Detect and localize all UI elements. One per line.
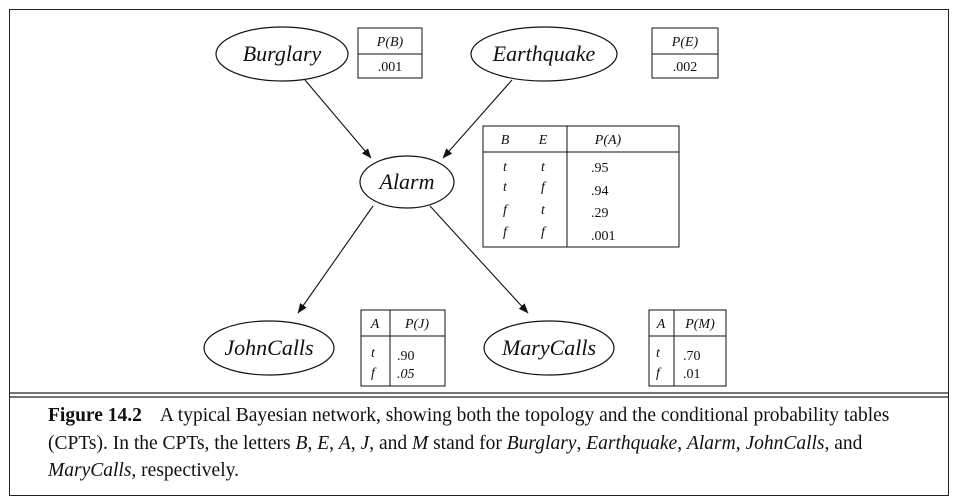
cpt-alarm-cell: f xyxy=(503,203,509,218)
cpt-burglary: P(B) .001 xyxy=(357,27,423,79)
cpt-alarm-cell: .94 xyxy=(591,184,609,199)
caption-word: stand for xyxy=(433,432,502,454)
cpt-johncalls-cell: .05 xyxy=(397,367,415,382)
caption-letter: A xyxy=(338,432,351,454)
cpt-marycalls-cell: .70 xyxy=(683,349,701,364)
cpt-alarm-cell: f xyxy=(541,180,547,195)
caption-word: and xyxy=(378,432,408,454)
cpt-marycalls-cell: f xyxy=(656,366,662,381)
node-alarm-label: Alarm xyxy=(378,169,435,194)
cpt-johncalls-header-pj: P(J) xyxy=(404,317,429,332)
edge-alarm-marycalls xyxy=(429,205,529,314)
cpt-johncalls-cell: .90 xyxy=(397,349,415,364)
node-burglary: Burglary xyxy=(215,26,349,82)
edge-alarm-johncalls xyxy=(297,205,374,314)
node-alarm: Alarm xyxy=(359,155,455,209)
cpt-earthquake-header: P(E) xyxy=(671,35,699,50)
node-johncalls: JohnCalls xyxy=(203,320,335,376)
cpt-alarm-cell: .95 xyxy=(591,161,609,176)
node-burglary-label: Burglary xyxy=(243,41,322,66)
cpt-alarm-cell: .29 xyxy=(591,206,609,221)
caption-letter: E xyxy=(317,432,330,454)
caption-word: respectively. xyxy=(141,460,239,481)
cpt-alarm-cell: t xyxy=(541,203,546,218)
cpt-alarm-cell: f xyxy=(503,225,509,240)
node-marycalls: MaryCalls xyxy=(483,320,615,376)
cpt-alarm-cell: t xyxy=(503,180,508,195)
caption-letter: J xyxy=(360,432,370,454)
caption-word: and xyxy=(834,432,863,454)
cpt-marycalls-cell: t xyxy=(656,346,661,361)
caption-letter: M xyxy=(411,432,429,454)
caption-node-name: Alarm xyxy=(686,432,736,454)
figure-frame xyxy=(9,9,949,496)
caption-node-name: MaryCalls xyxy=(48,460,132,481)
caption-node-name: JohnCalls xyxy=(745,432,825,454)
cpt-alarm-header-e: E xyxy=(538,133,548,148)
node-marycalls-label: MaryCalls xyxy=(501,335,596,360)
caption-letter: B xyxy=(295,432,308,454)
cpt-alarm-cell: f xyxy=(541,225,547,240)
node-johncalls-label: JohnCalls xyxy=(224,335,313,360)
cpt-alarm-header-b: B xyxy=(501,133,510,148)
edge-earthquake-alarm xyxy=(442,79,513,159)
caption-node-name: Burglary xyxy=(506,432,577,454)
cpt-marycalls-header-a: A xyxy=(656,317,666,332)
caption-label: Figure 14.2 xyxy=(48,405,142,426)
cpt-marycalls: A P(M) t .70 f .01 xyxy=(648,309,727,387)
cpt-alarm-cell: t xyxy=(503,160,508,175)
cpt-johncalls: A P(J) t .90 f .05 xyxy=(360,309,446,387)
cpt-marycalls-cell: .01 xyxy=(683,367,701,382)
cpt-johncalls-header-a: A xyxy=(370,317,380,332)
cpt-earthquake-value: .002 xyxy=(673,60,698,75)
caption-text: A typical Bayesian network, showing both… xyxy=(48,405,890,454)
cpt-alarm: B E P(A) t t .95 t f .94 f t .29 f f .00… xyxy=(482,125,680,248)
cpt-johncalls-cell: f xyxy=(371,366,377,381)
node-earthquake-label: Earthquake xyxy=(492,41,596,66)
node-earthquake: Earthquake xyxy=(470,26,618,82)
cpt-johncalls-cell: t xyxy=(371,346,376,361)
cpt-alarm-cell: .001 xyxy=(591,229,616,244)
cpt-alarm-header-pa: P(A) xyxy=(594,133,622,148)
cpt-burglary-value: .001 xyxy=(378,60,403,75)
edge-burglary-alarm xyxy=(304,79,372,159)
cpt-marycalls-header-pm: P(M) xyxy=(684,317,715,332)
caption-node-name: Earthquake xyxy=(586,432,678,454)
cpt-alarm-cell: t xyxy=(541,160,546,175)
cpt-earthquake: P(E) .002 xyxy=(651,27,719,79)
cpt-burglary-header: P(B) xyxy=(376,35,404,50)
